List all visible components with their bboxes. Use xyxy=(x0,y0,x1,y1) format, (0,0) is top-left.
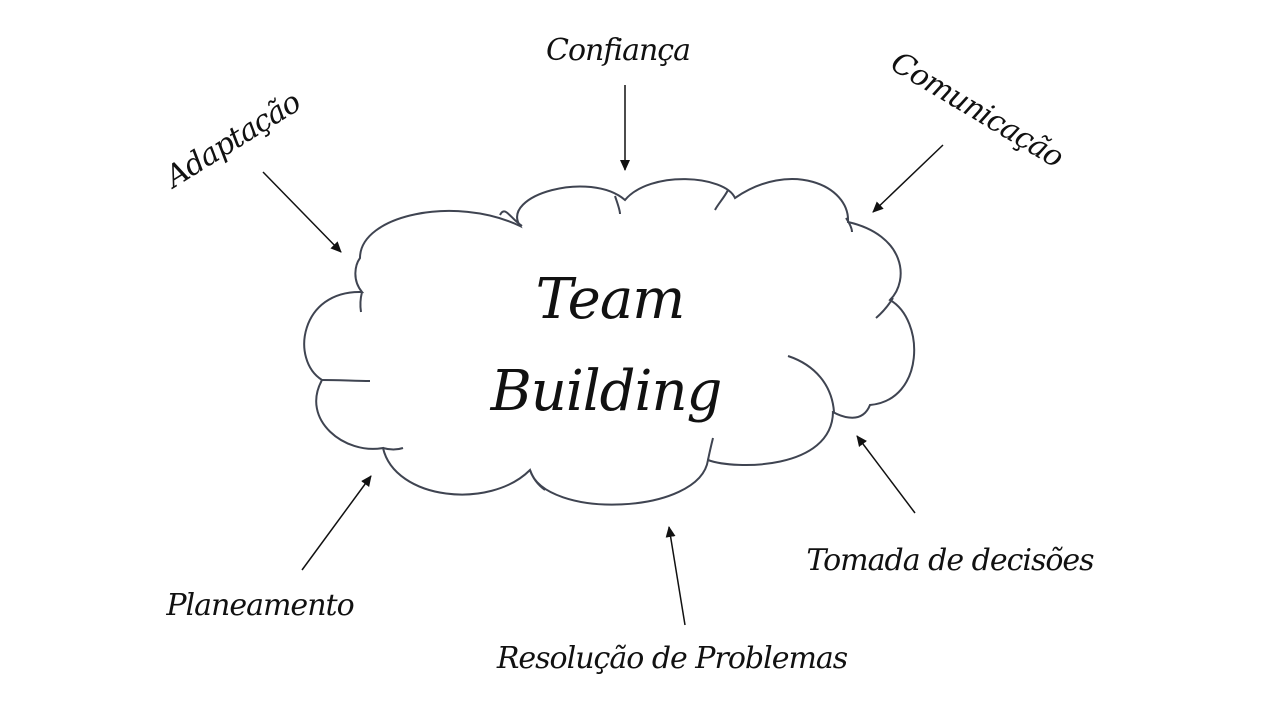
node-label-comunicacao: Comunicação xyxy=(885,45,1069,175)
center-title-line1: Team xyxy=(536,267,685,332)
arrow-adaptacao xyxy=(262,171,342,253)
arrow-comunicacao xyxy=(872,144,944,213)
node-label-adaptacao: Adaptação xyxy=(157,85,307,197)
node-label-resolucao: Resolução de Problemas xyxy=(496,641,848,676)
central-cloud xyxy=(303,178,916,506)
node-label-confianca: Confiança xyxy=(546,33,690,68)
arrow-planeamento xyxy=(301,475,372,571)
arrow-tomada xyxy=(856,435,916,514)
node-label-planeamento: Planeamento xyxy=(165,588,353,623)
arrow-resolucao xyxy=(665,526,686,626)
center-title-line2: Building xyxy=(490,359,722,424)
node-label-tomada: Tomada de decisões xyxy=(806,543,1094,578)
